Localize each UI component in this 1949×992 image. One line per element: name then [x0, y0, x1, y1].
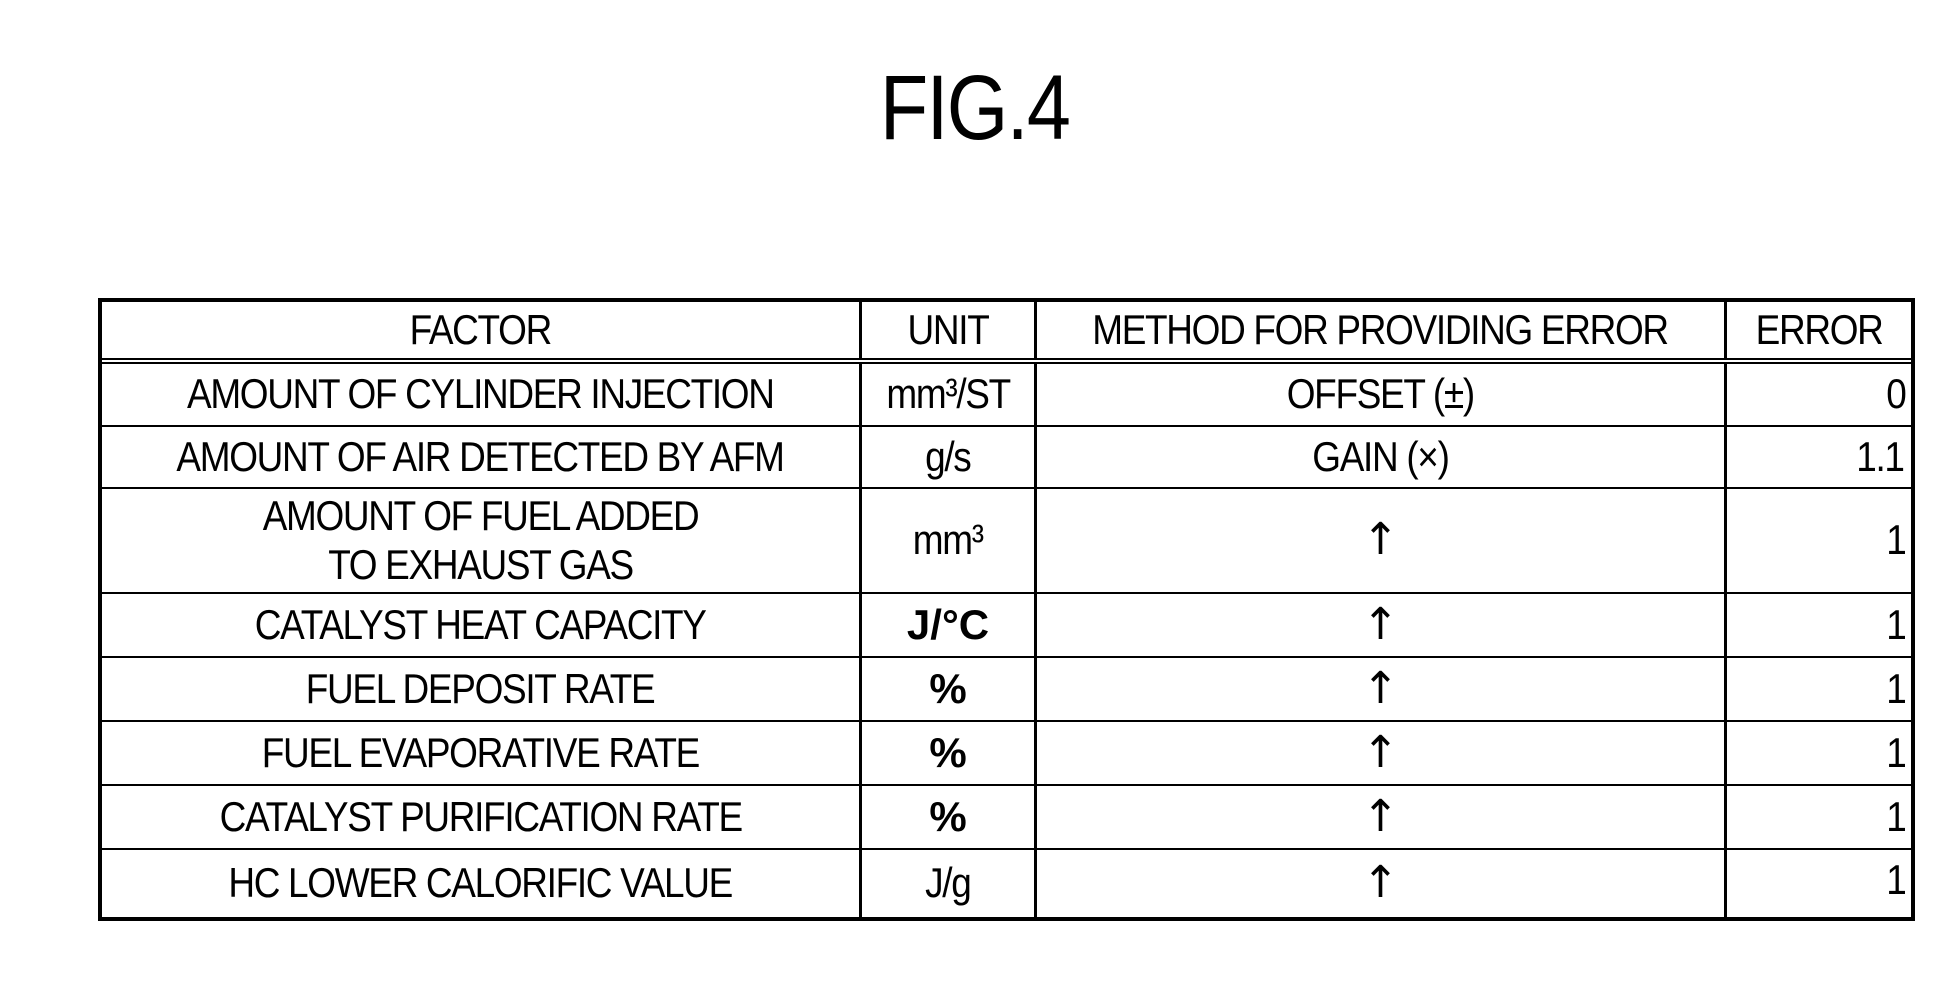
- ditto-arrow-icon: ↑: [1037, 850, 1727, 917]
- header-unit: UNIT: [862, 302, 1037, 358]
- unit-cell: %: [862, 658, 1037, 720]
- method-cell: OFFSET (±): [1037, 364, 1727, 425]
- unit-cell: mm³/ST: [862, 364, 1037, 425]
- unit-cell: %: [862, 786, 1037, 848]
- factor-cell: AMOUNT OF AIR DETECTED BY AFM: [102, 427, 862, 487]
- error-cell: 1: [1727, 489, 1911, 592]
- method-cell: GAIN (×): [1037, 427, 1727, 487]
- factor-line-2: TO EXHAUST GAS: [328, 541, 633, 588]
- error-cell: 1.1: [1727, 427, 1911, 487]
- error-cell: 1: [1727, 658, 1911, 720]
- factor-cell: CATALYST PURIFICATION RATE: [102, 786, 862, 848]
- factor-cell: FUEL EVAPORATIVE RATE: [102, 722, 862, 784]
- header-factor: FACTOR: [102, 302, 862, 358]
- table-row: FUEL DEPOSIT RATE % ↑ 1: [102, 658, 1911, 722]
- factor-cell: AMOUNT OF FUEL ADDED TO EXHAUST GAS: [102, 489, 862, 592]
- factor-line-1: AMOUNT OF FUEL ADDED: [263, 492, 699, 539]
- ditto-arrow-icon: ↑: [1037, 722, 1727, 784]
- unit-cell: %: [862, 722, 1037, 784]
- table-row: CATALYST HEAT CAPACITY J/°C ↑ 1: [102, 594, 1911, 658]
- ditto-arrow-icon: ↑: [1037, 786, 1727, 848]
- unit-cell: mm³: [862, 489, 1037, 592]
- figure-title: FIG.4: [136, 62, 1812, 154]
- table-row: AMOUNT OF FUEL ADDED TO EXHAUST GAS mm³ …: [102, 489, 1911, 594]
- table-header-row: FACTOR UNIT METHOD FOR PROVIDING ERROR E…: [102, 302, 1911, 364]
- unit-cell: g/s: [862, 427, 1037, 487]
- error-cell: 1: [1727, 594, 1911, 656]
- error-cell: 1: [1727, 850, 1911, 917]
- factor-cell: HC LOWER CALORIFIC VALUE: [102, 850, 862, 917]
- table-row: AMOUNT OF CYLINDER INJECTION mm³/ST OFFS…: [102, 364, 1911, 427]
- factor-cell: FUEL DEPOSIT RATE: [102, 658, 862, 720]
- table-row: HC LOWER CALORIFIC VALUE J/g ↑ 1: [102, 850, 1911, 917]
- ditto-arrow-icon: ↑: [1037, 594, 1727, 656]
- error-cell: 0: [1727, 364, 1911, 425]
- header-error: ERROR: [1727, 302, 1911, 358]
- factor-cell: CATALYST HEAT CAPACITY: [102, 594, 862, 656]
- table-row: CATALYST PURIFICATION RATE % ↑ 1: [102, 786, 1911, 850]
- ditto-arrow-icon: ↑: [1037, 658, 1727, 720]
- unit-cell: J/°C: [862, 594, 1037, 656]
- table-row: FUEL EVAPORATIVE RATE % ↑ 1: [102, 722, 1911, 786]
- error-cell: 1: [1727, 722, 1911, 784]
- table-row: AMOUNT OF AIR DETECTED BY AFM g/s GAIN (…: [102, 427, 1911, 489]
- ditto-arrow-icon: ↑: [1037, 489, 1727, 592]
- header-method: METHOD FOR PROVIDING ERROR: [1037, 302, 1727, 358]
- factor-cell: AMOUNT OF CYLINDER INJECTION: [102, 364, 862, 425]
- unit-cell: J/g: [862, 850, 1037, 917]
- error-factor-table: FACTOR UNIT METHOD FOR PROVIDING ERROR E…: [98, 298, 1915, 921]
- error-cell: 1: [1727, 786, 1911, 848]
